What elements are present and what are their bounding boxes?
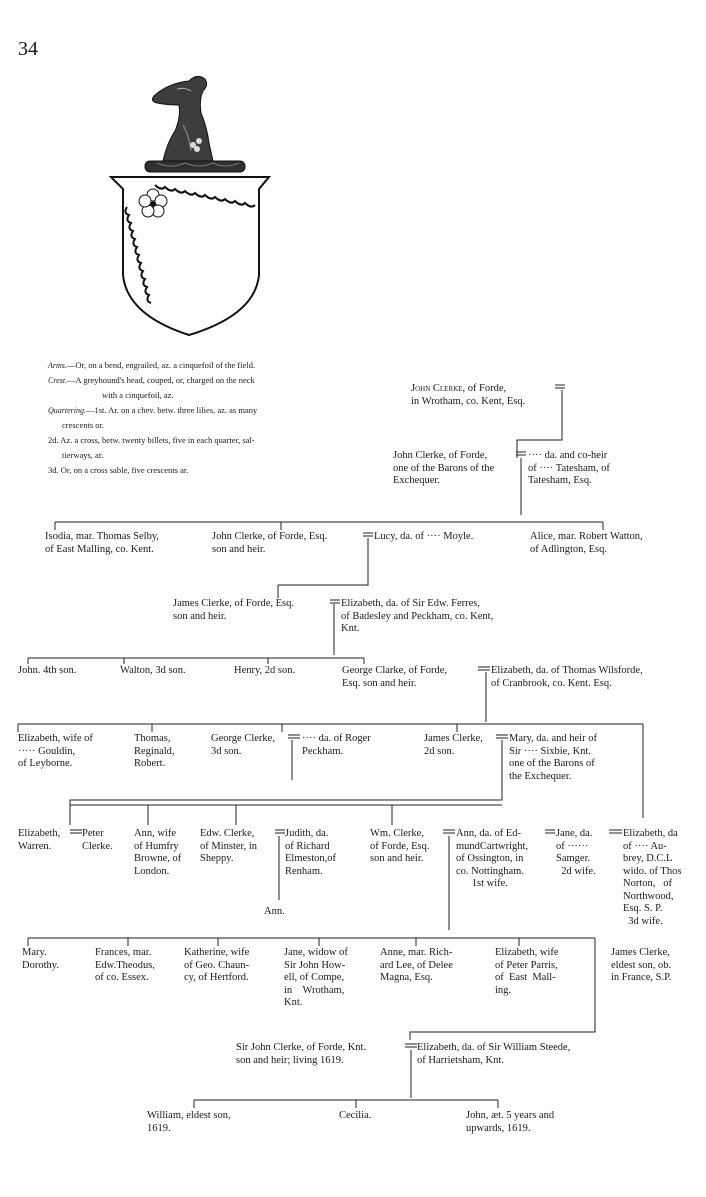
pedigree-lines xyxy=(0,0,706,1197)
